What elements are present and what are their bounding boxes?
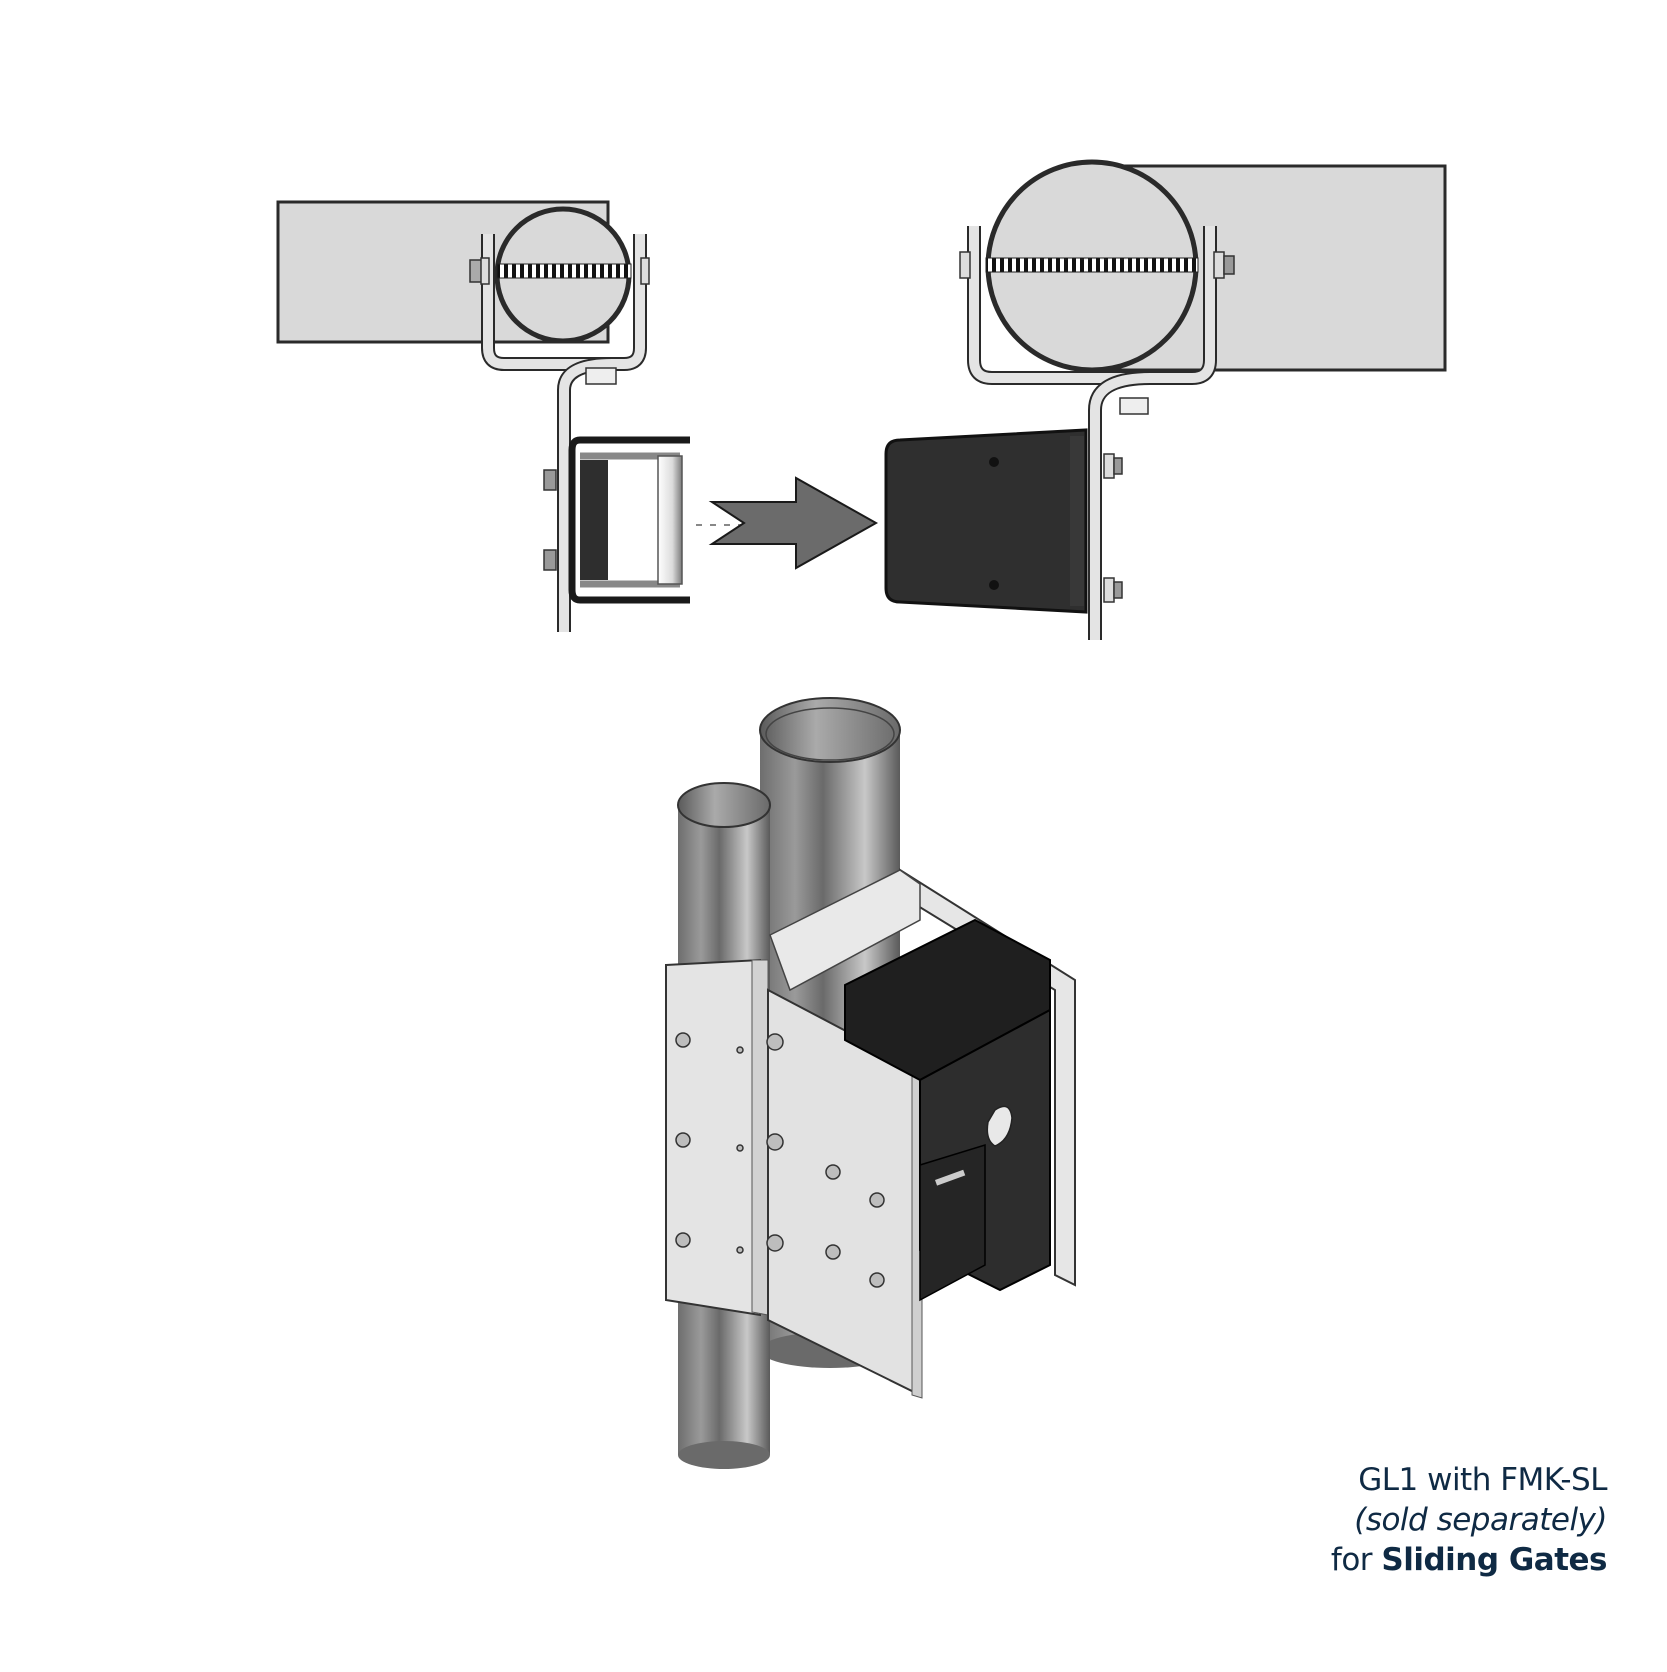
caption-usage-prefix: for bbox=[1330, 1542, 1382, 1578]
left-top-view bbox=[276, 200, 760, 632]
arrow-right-icon bbox=[708, 476, 879, 570]
bolt-heads bbox=[675, 1032, 885, 1288]
guide-channel bbox=[568, 436, 690, 604]
caption-usage: for Sliding Gates bbox=[1330, 1540, 1608, 1580]
isometric-view bbox=[665, 697, 1076, 1469]
threaded-rod bbox=[496, 263, 632, 279]
right-top-view bbox=[884, 159, 1447, 640]
caption: GL1 with FMK-SL (sold separately) for Sl… bbox=[1330, 1460, 1608, 1580]
threaded-rod-right bbox=[985, 257, 1199, 273]
latch-receiver-box bbox=[884, 428, 1088, 614]
roller-icon bbox=[657, 455, 683, 585]
latch-hole-icon bbox=[986, 1105, 1013, 1147]
caption-product: GL1 with FMK-SL bbox=[1358, 1462, 1607, 1498]
caption-usage-bold: Sliding Gates bbox=[1381, 1542, 1607, 1578]
caption-note: (sold separately) bbox=[1354, 1502, 1607, 1538]
